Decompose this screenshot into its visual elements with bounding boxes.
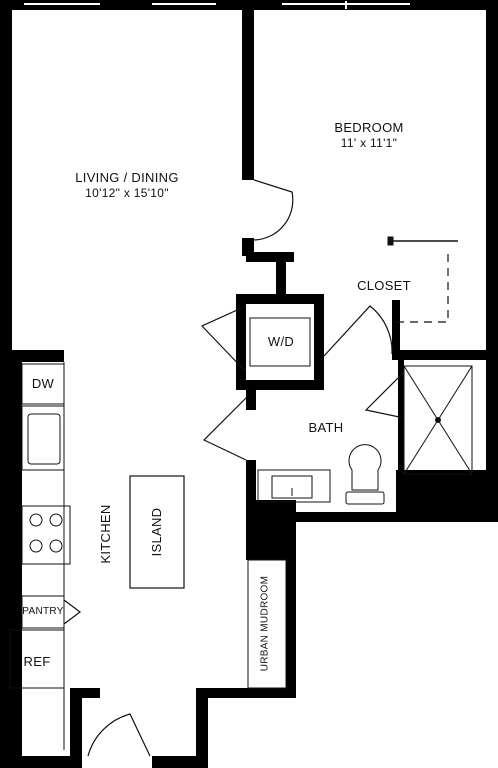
kitchen-counter [9, 362, 71, 750]
mudroom-label: URBAN MUDROOM [259, 575, 271, 672]
toilet-tank [345, 491, 385, 505]
closet-shelf [387, 236, 458, 323]
pantry-label: PANTRY [22, 606, 64, 617]
bath-label: BATH [308, 420, 344, 435]
entry-door [87, 713, 151, 757]
bedroom-door [253, 179, 294, 241]
bedroom-dims: 11' x 11'1" [340, 136, 398, 150]
pantry [21, 595, 65, 629]
wd-door [200, 305, 247, 373]
island-label: ISLAND [149, 507, 164, 557]
doors [63, 179, 405, 757]
dishwasher-label: DW [31, 376, 55, 391]
bedroom-name: BEDROOM [334, 120, 404, 135]
shower [403, 365, 473, 475]
refrigerator-label: REF [23, 654, 51, 669]
windows [24, 1, 410, 9]
cooktop [21, 505, 71, 565]
pantry-door [63, 599, 81, 625]
washer-dryer-box [249, 317, 311, 367]
bath-door [202, 397, 247, 461]
vanity-sink [271, 475, 313, 499]
living-room-dims: 10'12" x 15'10" [85, 186, 169, 200]
wd-label: W/D [267, 334, 295, 349]
living-room-name: LIVING / DINING [75, 170, 179, 185]
toilet-bowl [348, 444, 382, 491]
vanity [257, 469, 331, 503]
bath-fixtures [257, 444, 385, 505]
sink [21, 405, 65, 471]
mudroom-bench [247, 559, 287, 689]
island [129, 475, 185, 589]
living-dining-label: LIVING / DINING 10'12" x 15'10" [62, 170, 192, 201]
refrigerator [9, 629, 65, 689]
dishwasher [21, 363, 65, 405]
closet-label: CLOSET [357, 278, 411, 293]
shower-door [364, 371, 405, 419]
kitchen-label: KITCHEN [98, 504, 113, 564]
closet-door [323, 305, 393, 357]
bedroom-label: BEDROOM 11' x 11'1" [314, 120, 424, 151]
